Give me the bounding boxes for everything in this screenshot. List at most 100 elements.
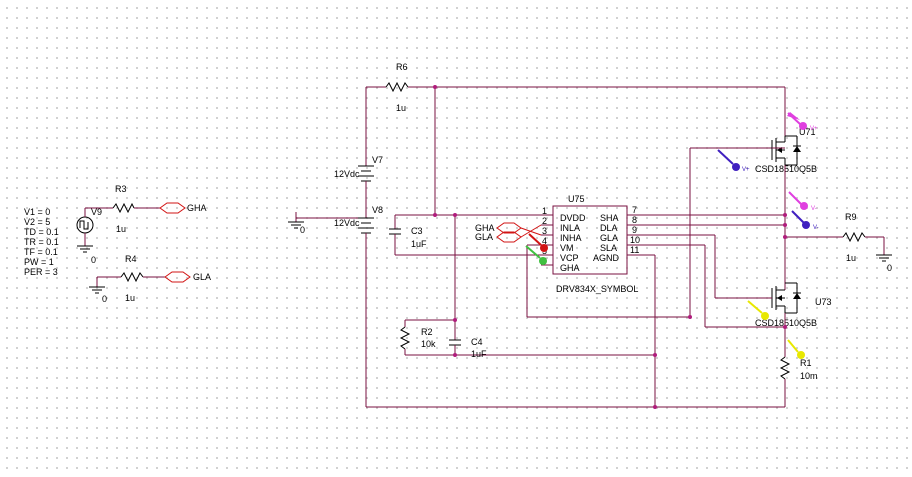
probe-marker-magenta-top[interactable]: V+ [787,112,818,132]
probe-label: V- [813,225,819,231]
offpage-gla-label: GLA [193,272,211,282]
ic-body[interactable] [552,205,628,275]
pin-number: 4 [542,236,547,246]
probe-marker-yellow-u73[interactable] [747,300,769,320]
r2-ref: R2 [421,327,433,337]
c4-value: 1uF [471,349,487,359]
r2-value: 10k [421,339,436,349]
pin-number: 1 [542,206,547,216]
resistor-r2[interactable]: R2 10k [399,326,436,350]
resistor-r9[interactable]: R9 1u [842,212,866,263]
c3-value: 1uF [411,239,427,249]
probe-marker-green-vcp[interactable] [525,245,547,265]
param-pw: PW = 1 [24,257,54,267]
u75-ref: U75 [568,194,585,204]
offpage-gha-label: GHA [187,203,207,213]
pin-number: 3 [542,226,547,236]
pin-name: INLA [560,223,580,233]
offpage-connector-u75-gla[interactable]: GLA [475,224,542,243]
ground-left-2: 0 [89,277,107,304]
r3-value: 1u [116,224,126,234]
resistor-r4[interactable]: R4 1u [120,254,144,303]
r9-value: 1u [846,253,856,263]
ground-r9: 0 [876,254,892,273]
driver-ic-u75[interactable]: U75 DRV834X_SYMBOL [552,194,638,294]
probe-label: V+ [810,126,818,132]
u71-ref: U71 [799,127,816,137]
pulse-source-v9[interactable]: V9 [76,207,102,246]
resistor-r6[interactable]: R6 1u [385,62,409,113]
probe-marker-magenta-mid[interactable]: V- [788,191,817,212]
v9-label: V9 [91,207,102,217]
offpage-connector-gha[interactable]: GHA [159,202,207,214]
mosfet-u73[interactable]: U73 CSD18510Q5B [755,282,832,328]
pulse-source-params: V1 = 0 V2 = 5 TD = 0.1 TR = 0.1 TF = 0.1… [24,207,59,277]
probe-label: V+ [742,167,750,173]
pin-number: 11 [630,245,639,255]
pin-number: 8 [632,215,637,225]
pin-name: VCP [560,253,579,263]
param-v2: V2 = 5 [24,217,50,227]
u75-gla-label: GLA [475,232,493,242]
ground-label: 0 [887,263,892,273]
junction-dots [433,85,787,409]
resistor-r3[interactable]: R3 1u [112,184,135,234]
u75-part: DRV834X_SYMBOL [556,284,638,294]
u73-part: CSD18510Q5B [755,318,817,328]
param-v1: V1 = 0 [24,207,50,217]
ground-v8: 0 [288,212,366,235]
pin-name: INHA [560,233,582,243]
v7-ref: V7 [372,155,383,165]
pin-name: DLA [600,223,618,233]
param-td: TD = 0.1 [24,227,59,237]
ground-left-1: 0 [77,245,96,265]
pin-name: GHA [560,263,580,273]
pin-number: 7 [632,205,637,215]
ground-label: 0 [91,255,96,265]
u75-right-pins: 7 SHA 8 DLA 9 GLA 10 SLA 11 AGND [593,205,640,263]
r4-ref: R4 [125,254,137,264]
dc-source-v8[interactable]: V8 12Vdc [334,205,383,234]
offpage-connector-gla[interactable]: GLA [164,271,211,283]
dc-source-v7[interactable]: V7 12Vdc [334,155,383,182]
pulse-waveform-icon [79,220,89,230]
r1-ref: R1 [800,358,812,368]
source-symbol[interactable] [76,216,94,234]
param-per: PER = 3 [24,267,58,277]
r4-value: 1u [125,293,135,303]
v8-value: 12Vdc [334,218,360,228]
pin-name: GLA [600,233,618,243]
u75-left-pins: 1 DVDD 2 INLA 3 INHA 4 VM 5 VCP 6 GHA [542,206,586,273]
param-tf: TF = 0.1 [24,247,58,257]
pin-number: 10 [630,235,640,245]
v8-ref: V8 [372,205,383,215]
probe-marker-blue-mid[interactable]: V- [791,210,819,231]
c4-ref: C4 [471,337,483,347]
u75-gha-label: GHA [475,223,495,233]
probe-marker-red-vm[interactable] [528,233,548,252]
resistor-r1[interactable]: R1 10m [779,356,818,381]
c3-ref: C3 [411,226,423,236]
pin-name: SLA [600,243,617,253]
param-tr: TR = 0.1 [24,237,59,247]
pin-name: DVDD [560,213,586,223]
u73-ref: U73 [815,297,832,307]
v7-value: 12Vdc [334,169,360,179]
probe-marker-blue-top[interactable]: V+ [717,149,750,173]
ground-label: 0 [300,225,305,235]
r9-ref: R9 [845,212,857,222]
pin-name: VM [560,243,574,253]
r3-ref: R3 [115,184,127,194]
pin-name: AGND [593,253,620,263]
r6-ref: R6 [396,62,408,72]
pin-number: 9 [632,225,637,235]
r6-value: 1u [396,103,406,113]
mosfet-u71[interactable]: U71 CSD18510Q5B [755,127,817,174]
pin-number: 2 [542,216,547,226]
probe-marker-yellow-r1[interactable] [787,339,805,359]
pin-name: SHA [600,213,619,223]
ground-label: 0 [102,294,107,304]
r1-value: 10m [800,371,818,381]
probe-label: V- [811,206,817,212]
